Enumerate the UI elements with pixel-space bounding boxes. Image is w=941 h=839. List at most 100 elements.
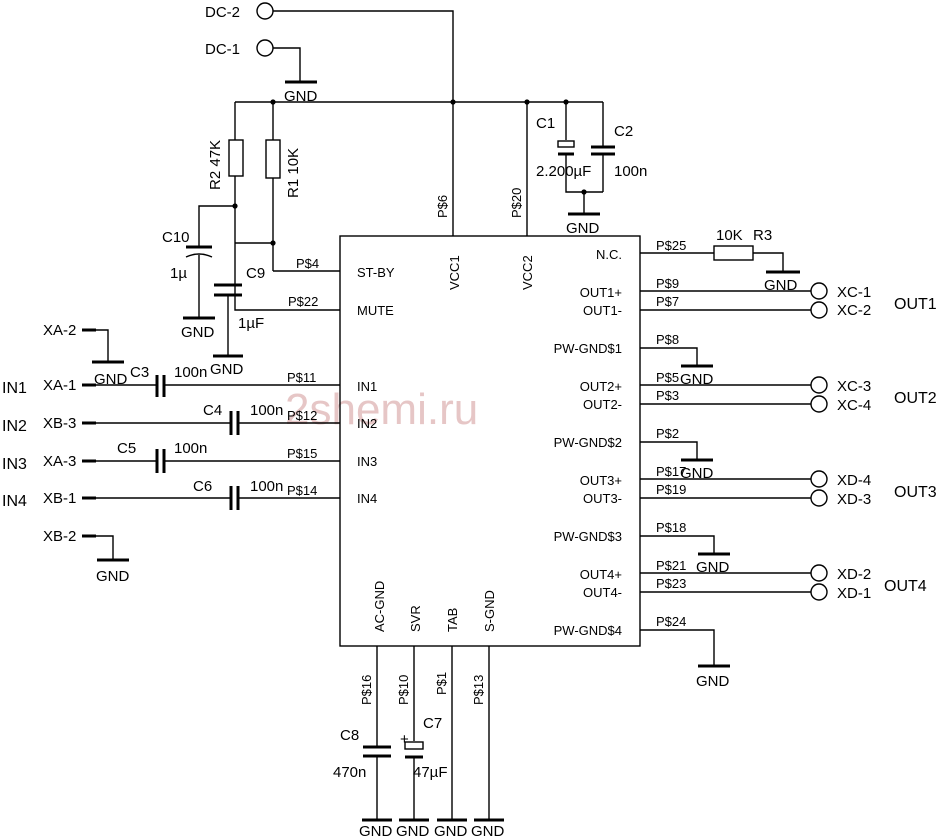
pin-pwgnd4: PW-GND$4 xyxy=(554,623,622,638)
pwgnd4-wire xyxy=(640,629,715,666)
pin-pwgnd3: PW-GND$3 xyxy=(554,529,622,544)
c1-wire-lower xyxy=(565,154,603,193)
net-in1: P$11 xyxy=(287,370,316,385)
c2-value: 100n xyxy=(614,163,647,180)
net-in2: P$12 xyxy=(287,408,317,423)
pin-out2p: OUT2+ xyxy=(580,379,622,394)
xd1-terminal xyxy=(810,583,828,601)
gnd-svr: GND xyxy=(396,823,430,839)
c5-value: 100n xyxy=(174,440,207,457)
gnd-c10: GND xyxy=(181,324,215,341)
net-stby: P$4 xyxy=(296,256,319,271)
pin-pwgnd2: PW-GND$2 xyxy=(554,435,622,450)
net-acgnd: P$16 xyxy=(359,675,374,705)
xa1-label: XA-1 xyxy=(43,377,76,394)
pin-out2m: OUT2- xyxy=(583,397,622,412)
xb3-label: XB-3 xyxy=(43,415,76,432)
c10-ref: C10 xyxy=(162,229,190,246)
c10-wire-top xyxy=(198,205,235,246)
ic-body xyxy=(339,235,641,647)
pin-mute: MUTE xyxy=(357,303,394,318)
out4-label: OUT4 xyxy=(884,578,927,595)
c1-value: 2.200µF xyxy=(536,163,591,180)
in4-label: IN4 xyxy=(2,493,27,510)
xd2-label: XD-2 xyxy=(837,566,871,583)
out3-wires xyxy=(640,478,811,499)
junction xyxy=(450,99,456,105)
xa2-label: XA-2 xyxy=(43,322,76,339)
pin-stby: ST-BY xyxy=(357,265,395,280)
pin-in3: IN3 xyxy=(357,454,377,469)
net-svr: P$10 xyxy=(396,675,411,705)
c1-ref: C1 xyxy=(536,115,555,132)
net-pw1: P$8 xyxy=(656,332,679,347)
vcc-wire xyxy=(273,10,454,236)
net-out4p: P$21 xyxy=(656,558,686,573)
gnd-r3: GND xyxy=(764,277,798,294)
r3-ref: R3 xyxy=(753,227,772,244)
c7-plus: + xyxy=(400,731,409,748)
junction xyxy=(581,189,587,195)
xd3-label: XD-3 xyxy=(837,491,871,508)
in3-label: IN3 xyxy=(2,456,27,473)
dc1-terminal xyxy=(256,39,274,57)
c7-value: 47µF xyxy=(413,764,448,781)
pin-out3p: OUT3+ xyxy=(580,473,622,488)
c1-plate-pos xyxy=(557,140,575,148)
out3-label: OUT3 xyxy=(894,484,937,501)
c6-ref: C6 xyxy=(193,478,212,495)
xc3-terminal xyxy=(810,376,828,394)
xd4-terminal xyxy=(810,470,828,488)
gnd-sgnd: GND xyxy=(471,823,505,839)
net-out3m: P$19 xyxy=(656,482,686,497)
net-out1p: P$9 xyxy=(656,276,679,291)
out1-label: OUT1 xyxy=(894,296,937,313)
pin-nc: N.C. xyxy=(596,247,622,262)
xd3-terminal xyxy=(810,489,828,507)
pin-vcc2: VCC2 xyxy=(520,255,535,290)
net-sgnd: P$13 xyxy=(471,675,486,705)
c9-value: 1µF xyxy=(238,315,264,332)
c4-plates xyxy=(229,411,240,435)
gnd-pw3: GND xyxy=(696,559,730,576)
pin-pwgnd1: PW-GND$1 xyxy=(554,341,622,356)
c10-value: 1µ xyxy=(170,265,187,282)
net-vcc1: P$6 xyxy=(435,195,450,218)
c9-ref: C9 xyxy=(246,265,265,282)
r3-value: 10K xyxy=(716,227,743,244)
pin-in4: IN4 xyxy=(357,491,377,506)
xd2-terminal xyxy=(810,564,828,582)
pin-out3m: OUT3- xyxy=(583,491,622,506)
xc2-label: XC-2 xyxy=(837,302,871,319)
pwgnd2-wire xyxy=(640,441,698,460)
c3-ref: C3 xyxy=(130,364,149,381)
net-tab: P$1 xyxy=(434,672,449,695)
dc1-label: DC-1 xyxy=(205,41,240,58)
gnd-dc1: GND xyxy=(284,88,318,105)
nc-wire xyxy=(640,252,784,272)
c8-value: 470n xyxy=(333,764,366,781)
gnd-c1c2: GND xyxy=(566,220,600,237)
pwgnd3-wire xyxy=(640,535,715,554)
gnd-c9: GND xyxy=(210,361,244,378)
gnd-xa2: GND xyxy=(94,371,128,388)
mute-wire xyxy=(234,242,340,311)
net-out2m: P$3 xyxy=(656,388,679,403)
c6-plates xyxy=(229,486,240,510)
pin-in1: IN1 xyxy=(357,379,377,394)
c6-value: 100n xyxy=(250,478,283,495)
gnd-pw1: GND xyxy=(680,371,714,388)
gnd-pw2: GND xyxy=(680,465,714,482)
xc1-label: XC-1 xyxy=(837,284,871,301)
c9-plates xyxy=(214,283,242,297)
gnd-xb2: GND xyxy=(96,568,130,585)
r3-body xyxy=(713,245,754,261)
xc1-terminal xyxy=(810,282,828,300)
pin-s-gnd: S-GND xyxy=(482,590,497,632)
pin-out1m: OUT1- xyxy=(583,303,622,318)
xc3-label: XC-3 xyxy=(837,378,871,395)
in1-label: IN1 xyxy=(2,380,27,397)
pin-in2: IN2 xyxy=(357,416,377,431)
net-pw2: P$2 xyxy=(656,426,679,441)
c5-ref: C5 xyxy=(117,440,136,457)
